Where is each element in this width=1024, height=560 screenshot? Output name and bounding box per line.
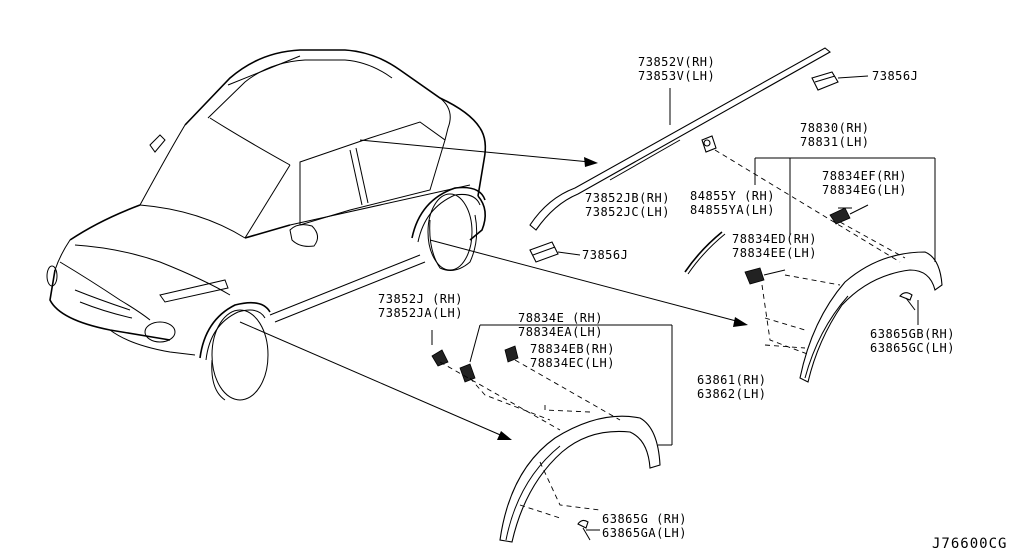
callout-labels: 73852V(RH) 73853V(LH) 73856J 78830(RH) 7… (378, 55, 1007, 552)
label-screw-front-lh: 63865GC(LH) (870, 341, 955, 355)
roof-end-clip-part (701, 135, 717, 153)
label-fender-rear-lh: 63862(LH) (697, 387, 767, 401)
label-fender-front-rh: 78830(RH) (800, 121, 870, 135)
label-roof-molding-rh: 73852V(RH) (638, 55, 715, 69)
label-roof-end-lh: 73852JC(LH) (585, 205, 670, 219)
clip-mid-part (529, 241, 581, 263)
rear-fender-part (431, 345, 661, 543)
front-fender-part (744, 204, 943, 383)
rear-guide-lines (439, 359, 621, 519)
label-roof-end-rh: 73852JB(RH) (585, 191, 670, 205)
label-screw-rear-rh: 63865G (RH) (602, 512, 687, 526)
label-door-molding-lh: 84855YA(LH) (690, 203, 775, 217)
callout-leaders (431, 88, 936, 531)
label-screw-rear-lh: 63865GA(LH) (602, 526, 687, 540)
label-grommet-front-lh: 78834EG(LH) (822, 183, 907, 197)
label-grommet-rear-b-lh: 78834EC(LH) (530, 356, 615, 370)
clip-top-part (811, 71, 869, 91)
label-roof-molding-lh: 73853V(LH) (638, 69, 715, 83)
label-grommet-rear-a-rh: 78834E (RH) (518, 311, 603, 325)
label-fender-front-lh: 78831(LH) (800, 135, 870, 149)
label-clip-front-wheel-lh: 78834EE(LH) (732, 246, 817, 260)
front-guide-lines (714, 149, 906, 356)
pointer-arrows (239, 139, 748, 440)
label-clip-side-lh: 73852JA(LH) (378, 306, 463, 320)
label-grommet-rear-b-rh: 78834EB(RH) (530, 342, 615, 356)
label-door-molding-rh: 84855Y (RH) (690, 189, 775, 203)
label-grommet-rear-a-lh: 78834EA(LH) (518, 325, 603, 339)
label-grommet-front-rh: 78834EF(RH) (822, 169, 907, 183)
door-molding-part (684, 231, 726, 275)
label-clip-side-rh: 73852J (RH) (378, 292, 463, 306)
label-clip-top: 73856J (872, 69, 918, 83)
label-fender-rear-rh: 63861(RH) (697, 373, 767, 387)
label-clip-front-wheel-rh: 78834ED(RH) (732, 232, 817, 246)
vehicle-illustration (46, 49, 487, 401)
diagram-code: J76600CG (932, 536, 1007, 552)
label-screw-front-rh: 63865GB(RH) (870, 327, 955, 341)
roof-molding-part (529, 47, 831, 231)
label-clip-mid: 73856J (582, 248, 628, 262)
